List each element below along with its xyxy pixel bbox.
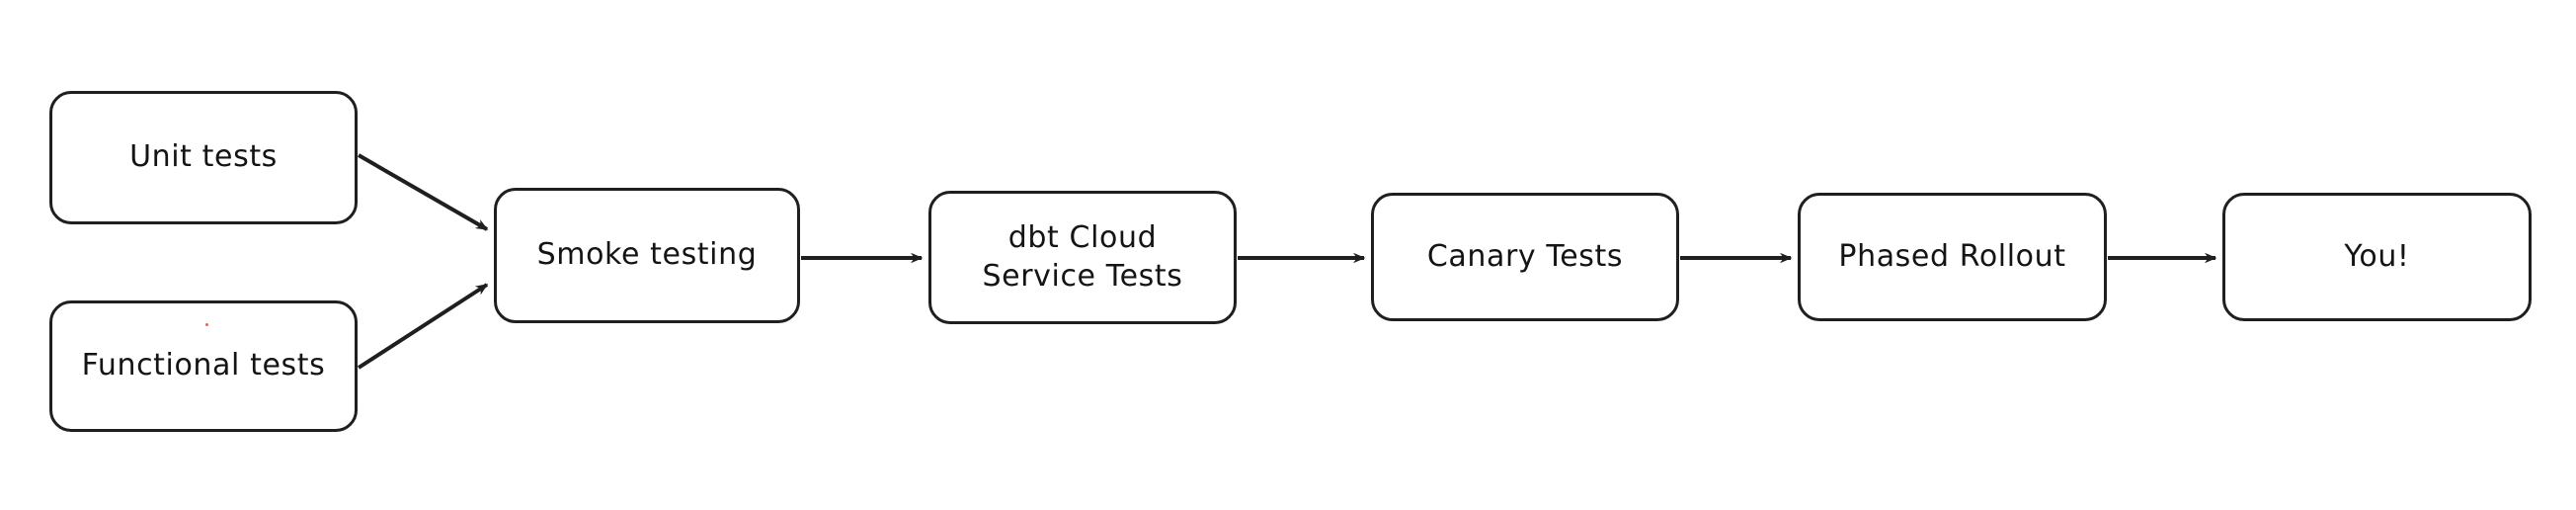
node-smoke-testing-label: Smoke testing xyxy=(536,237,758,273)
node-canary-tests[interactable]: Canary Tests xyxy=(1371,193,1679,321)
stray-dot-artifact xyxy=(205,323,208,326)
node-you-label: You! xyxy=(2344,238,2410,274)
node-phased-rollout[interactable]: Phased Rollout xyxy=(1798,193,2107,321)
node-functional-tests[interactable]: Functional tests xyxy=(49,300,358,432)
node-you[interactable]: You! xyxy=(2222,193,2532,321)
node-phased-rollout-label: Phased Rollout xyxy=(1838,238,2066,274)
node-unit-tests[interactable]: Unit tests xyxy=(49,91,358,224)
node-unit-tests-label: Unit tests xyxy=(129,139,278,175)
edge-functional-tests-to-smoke-testing xyxy=(357,283,489,370)
edge-unit-tests-to-smoke-testing xyxy=(358,153,489,231)
node-canary-tests-label: Canary Tests xyxy=(1426,238,1624,274)
node-dbt-cloud-service-tests[interactable]: dbt Cloud Service Tests xyxy=(928,191,1237,324)
node-functional-tests-label: Functional tests xyxy=(81,348,326,383)
node-smoke-testing[interactable]: Smoke testing xyxy=(494,188,800,323)
node-dbt-cloud-service-tests-label: dbt Cloud Service Tests xyxy=(982,220,1183,294)
